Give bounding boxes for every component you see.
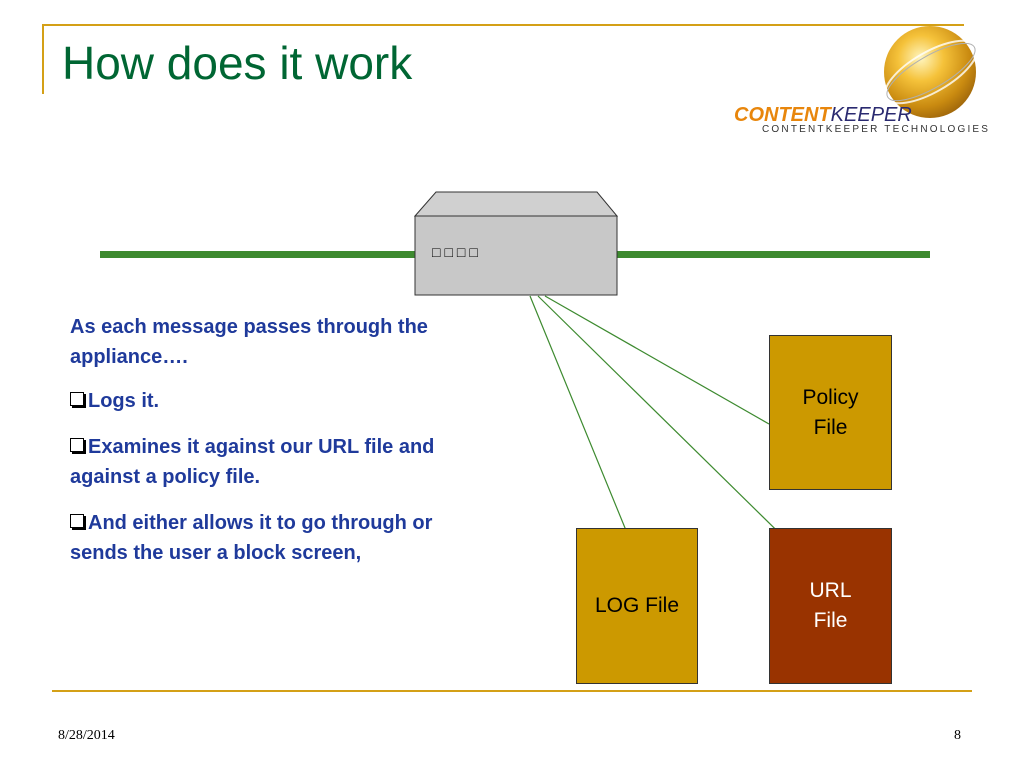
footer-date: 8/28/2014	[58, 728, 115, 743]
logo-wordmark: CONTENTKEEPER	[734, 104, 912, 127]
bullet-item: Logs it.	[70, 386, 450, 416]
description-intro: As each message passes through the appli…	[70, 316, 428, 368]
slide-title: How does it work	[62, 37, 413, 89]
frame-left-rule	[42, 24, 44, 94]
bullet-item: And either allows it to go through or se…	[70, 512, 433, 564]
logo-subtitle: CONTENTKEEPER TECHNOLOGIES	[762, 124, 991, 135]
network-line-left	[100, 251, 416, 258]
appliance-body	[414, 215, 618, 296]
logo-brand-regular: KEEPER	[830, 104, 912, 126]
policy-file-label: Policy File	[802, 385, 859, 439]
page-number: 8	[954, 728, 961, 743]
checkbox-bullet-icon	[70, 392, 84, 406]
connector-to-policy	[544, 295, 770, 425]
checkbox-bullet-icon	[70, 438, 84, 452]
log-file-box: LOG File	[576, 528, 698, 684]
policy-file-box: Policy File	[769, 335, 892, 490]
logo-brand-bold: CONTENT	[734, 104, 831, 126]
appliance-label: □□□□	[432, 244, 482, 260]
url-file-box: URL File	[769, 528, 892, 684]
bullet-item: Examines it against our URL file and aga…	[70, 436, 435, 488]
url-file-label: URL File	[809, 579, 852, 632]
connector-to-log	[529, 295, 633, 546]
frame-top-rule	[42, 24, 964, 26]
checkbox-bullet-icon	[70, 514, 84, 528]
footer-rule	[52, 690, 972, 692]
description-text: As each message passes through the appli…	[70, 312, 450, 584]
network-line-right	[616, 251, 930, 258]
connector-to-url	[537, 295, 820, 573]
globe-orbit-icon	[883, 39, 979, 105]
appliance-top	[413, 191, 619, 217]
log-file-label: LOG File	[594, 594, 680, 617]
